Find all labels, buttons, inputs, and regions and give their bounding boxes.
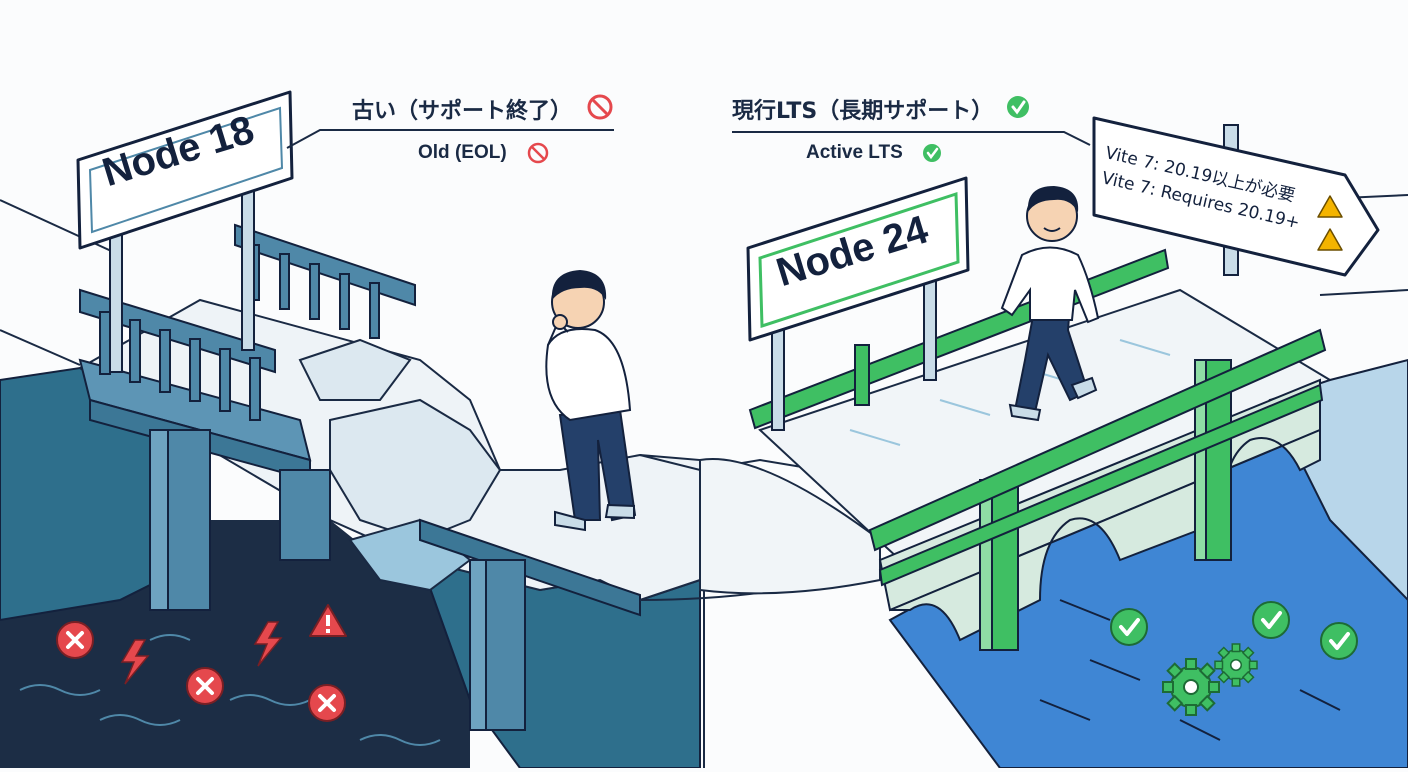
error-x-icon	[307, 683, 347, 723]
check-circle-icon	[923, 144, 941, 162]
current-label-jp: 現行LTS（長期サポート）	[732, 99, 994, 124]
old-bridge-scene	[0, 90, 701, 769]
check-circle-icon	[1007, 96, 1029, 118]
warning-triangle-icon	[309, 604, 347, 637]
worried-person	[545, 270, 637, 532]
node24-sign	[746, 176, 970, 342]
check-circle-icon	[1251, 600, 1291, 640]
current-label-en: Active LTS	[806, 142, 903, 163]
warning-triangle-icon	[1317, 195, 1343, 251]
new-bridge-scene	[746, 116, 1408, 769]
gear-icon	[1162, 658, 1220, 716]
old-label-en: Old (EOL)	[418, 142, 507, 163]
node18-sign	[76, 90, 294, 250]
check-circle-icon	[1109, 607, 1149, 647]
error-x-icon	[185, 666, 225, 706]
old-label-jp: 古い（サポート終了）	[352, 99, 573, 124]
lightning-icon	[120, 621, 283, 685]
gear-icon	[1214, 643, 1258, 687]
prohibited-icon	[587, 94, 613, 120]
walking-person	[1000, 186, 1100, 422]
error-x-icon	[55, 620, 95, 660]
vite-requirement-sign	[1092, 116, 1380, 277]
check-circle-icon	[1319, 621, 1359, 661]
prohibited-icon	[527, 142, 549, 164]
